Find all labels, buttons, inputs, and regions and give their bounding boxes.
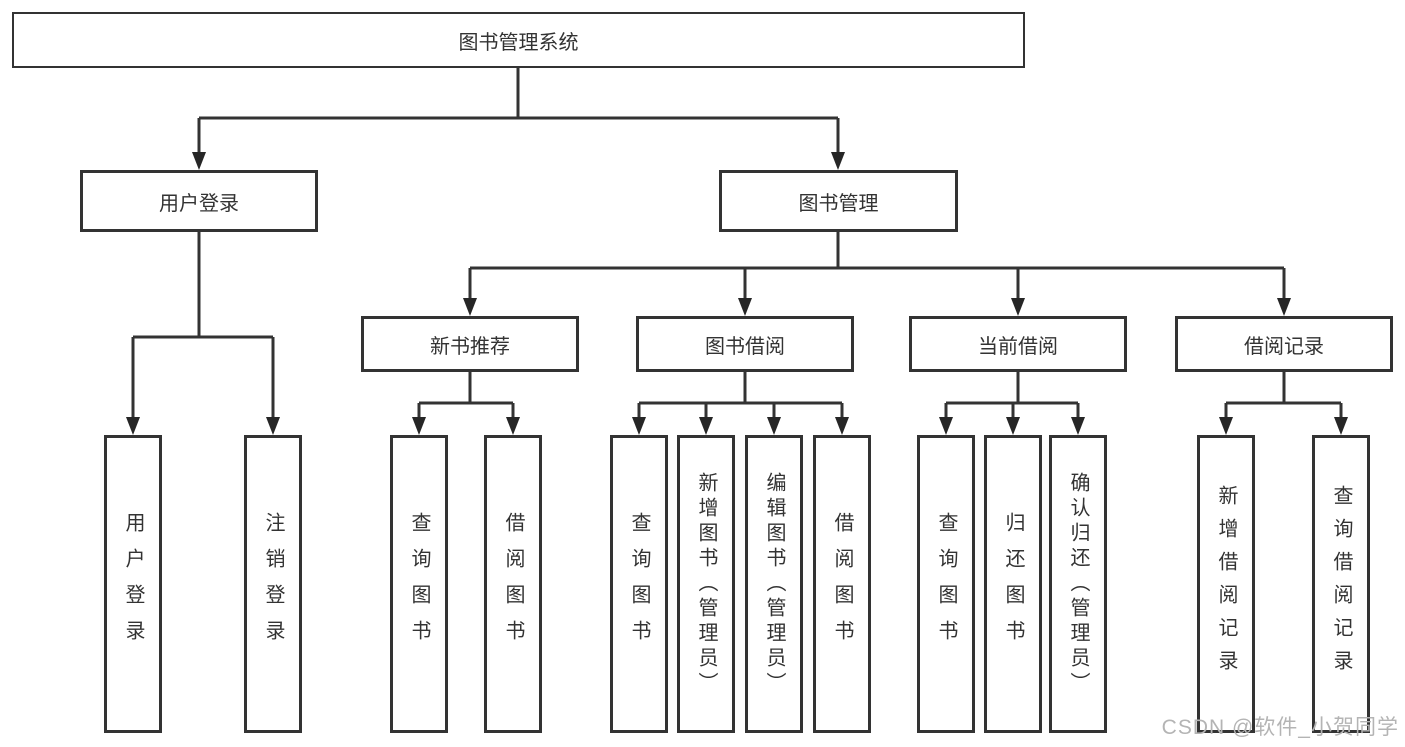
leaf-cb-return-books-label: 归还图书 <box>1002 512 1024 656</box>
node-book-borrowing: 图书借阅 <box>636 316 854 372</box>
leaf-br-add-record: 新增借阅记录 <box>1197 435 1255 733</box>
csdn-watermark: CSDN @软件_小贺同学 <box>1161 716 1399 739</box>
leaf-user-login-label: 用户登录 <box>122 512 144 656</box>
leaf-bb-borrow-books: 借阅图书 <box>813 435 871 733</box>
node-borrowing-records-label: 借阅记录 <box>1244 335 1324 358</box>
leaf-nb-borrow-books-label: 借阅图书 <box>502 512 524 656</box>
leaf-bb-edit-books-admin: 编辑图书（管理员） <box>745 435 803 733</box>
node-new-book-recommend-label: 新书推荐 <box>430 335 510 358</box>
leaf-bb-edit-books-admin-label: 编辑图书（管理员） <box>763 471 785 697</box>
leaf-br-add-record-label: 新增借阅记录 <box>1215 485 1237 683</box>
leaf-br-query-record-label: 查询借阅记录 <box>1330 485 1352 683</box>
leaf-logout-label: 注销登录 <box>262 512 284 656</box>
leaf-bb-borrow-books-label: 借阅图书 <box>831 512 853 656</box>
leaf-bb-add-books-admin: 新增图书（管理员） <box>677 435 735 733</box>
leaf-cb-query-books-label: 查询图书 <box>935 512 957 656</box>
leaf-user-login: 用户登录 <box>104 435 162 733</box>
leaf-nb-borrow-books: 借阅图书 <box>484 435 542 733</box>
leaf-nb-query-books-label: 查询图书 <box>408 512 430 656</box>
node-new-book-recommend: 新书推荐 <box>361 316 579 372</box>
node-user-login-label: 用户登录 <box>159 192 239 215</box>
leaf-nb-query-books: 查询图书 <box>390 435 448 733</box>
leaf-bb-query-books-label: 查询图书 <box>628 512 650 656</box>
leaf-cb-confirm-return-admin-label: 确认归还（管理员） <box>1067 471 1089 697</box>
leaf-br-query-record: 查询借阅记录 <box>1312 435 1370 733</box>
arrowhead-icons <box>126 152 1348 435</box>
node-book-management: 图书管理 <box>719 170 958 232</box>
leaf-cb-return-books: 归还图书 <box>984 435 1042 733</box>
node-root-label: 图书管理系统 <box>458 31 579 54</box>
leaf-bb-query-books: 查询图书 <box>610 435 668 733</box>
node-current-borrowing: 当前借阅 <box>909 316 1127 372</box>
leaf-bb-add-books-admin-label: 新增图书（管理员） <box>695 471 717 697</box>
node-current-borrowing-label: 当前借阅 <box>978 335 1058 358</box>
node-user-login: 用户登录 <box>80 170 318 232</box>
node-borrowing-records: 借阅记录 <box>1175 316 1393 372</box>
node-book-borrowing-label: 图书借阅 <box>705 335 785 358</box>
node-root: 图书管理系统 <box>12 12 1025 68</box>
leaf-logout: 注销登录 <box>244 435 302 733</box>
node-book-management-label: 图书管理 <box>798 192 879 215</box>
leaf-cb-confirm-return-admin: 确认归还（管理员） <box>1049 435 1107 733</box>
leaf-cb-query-books: 查询图书 <box>917 435 975 733</box>
